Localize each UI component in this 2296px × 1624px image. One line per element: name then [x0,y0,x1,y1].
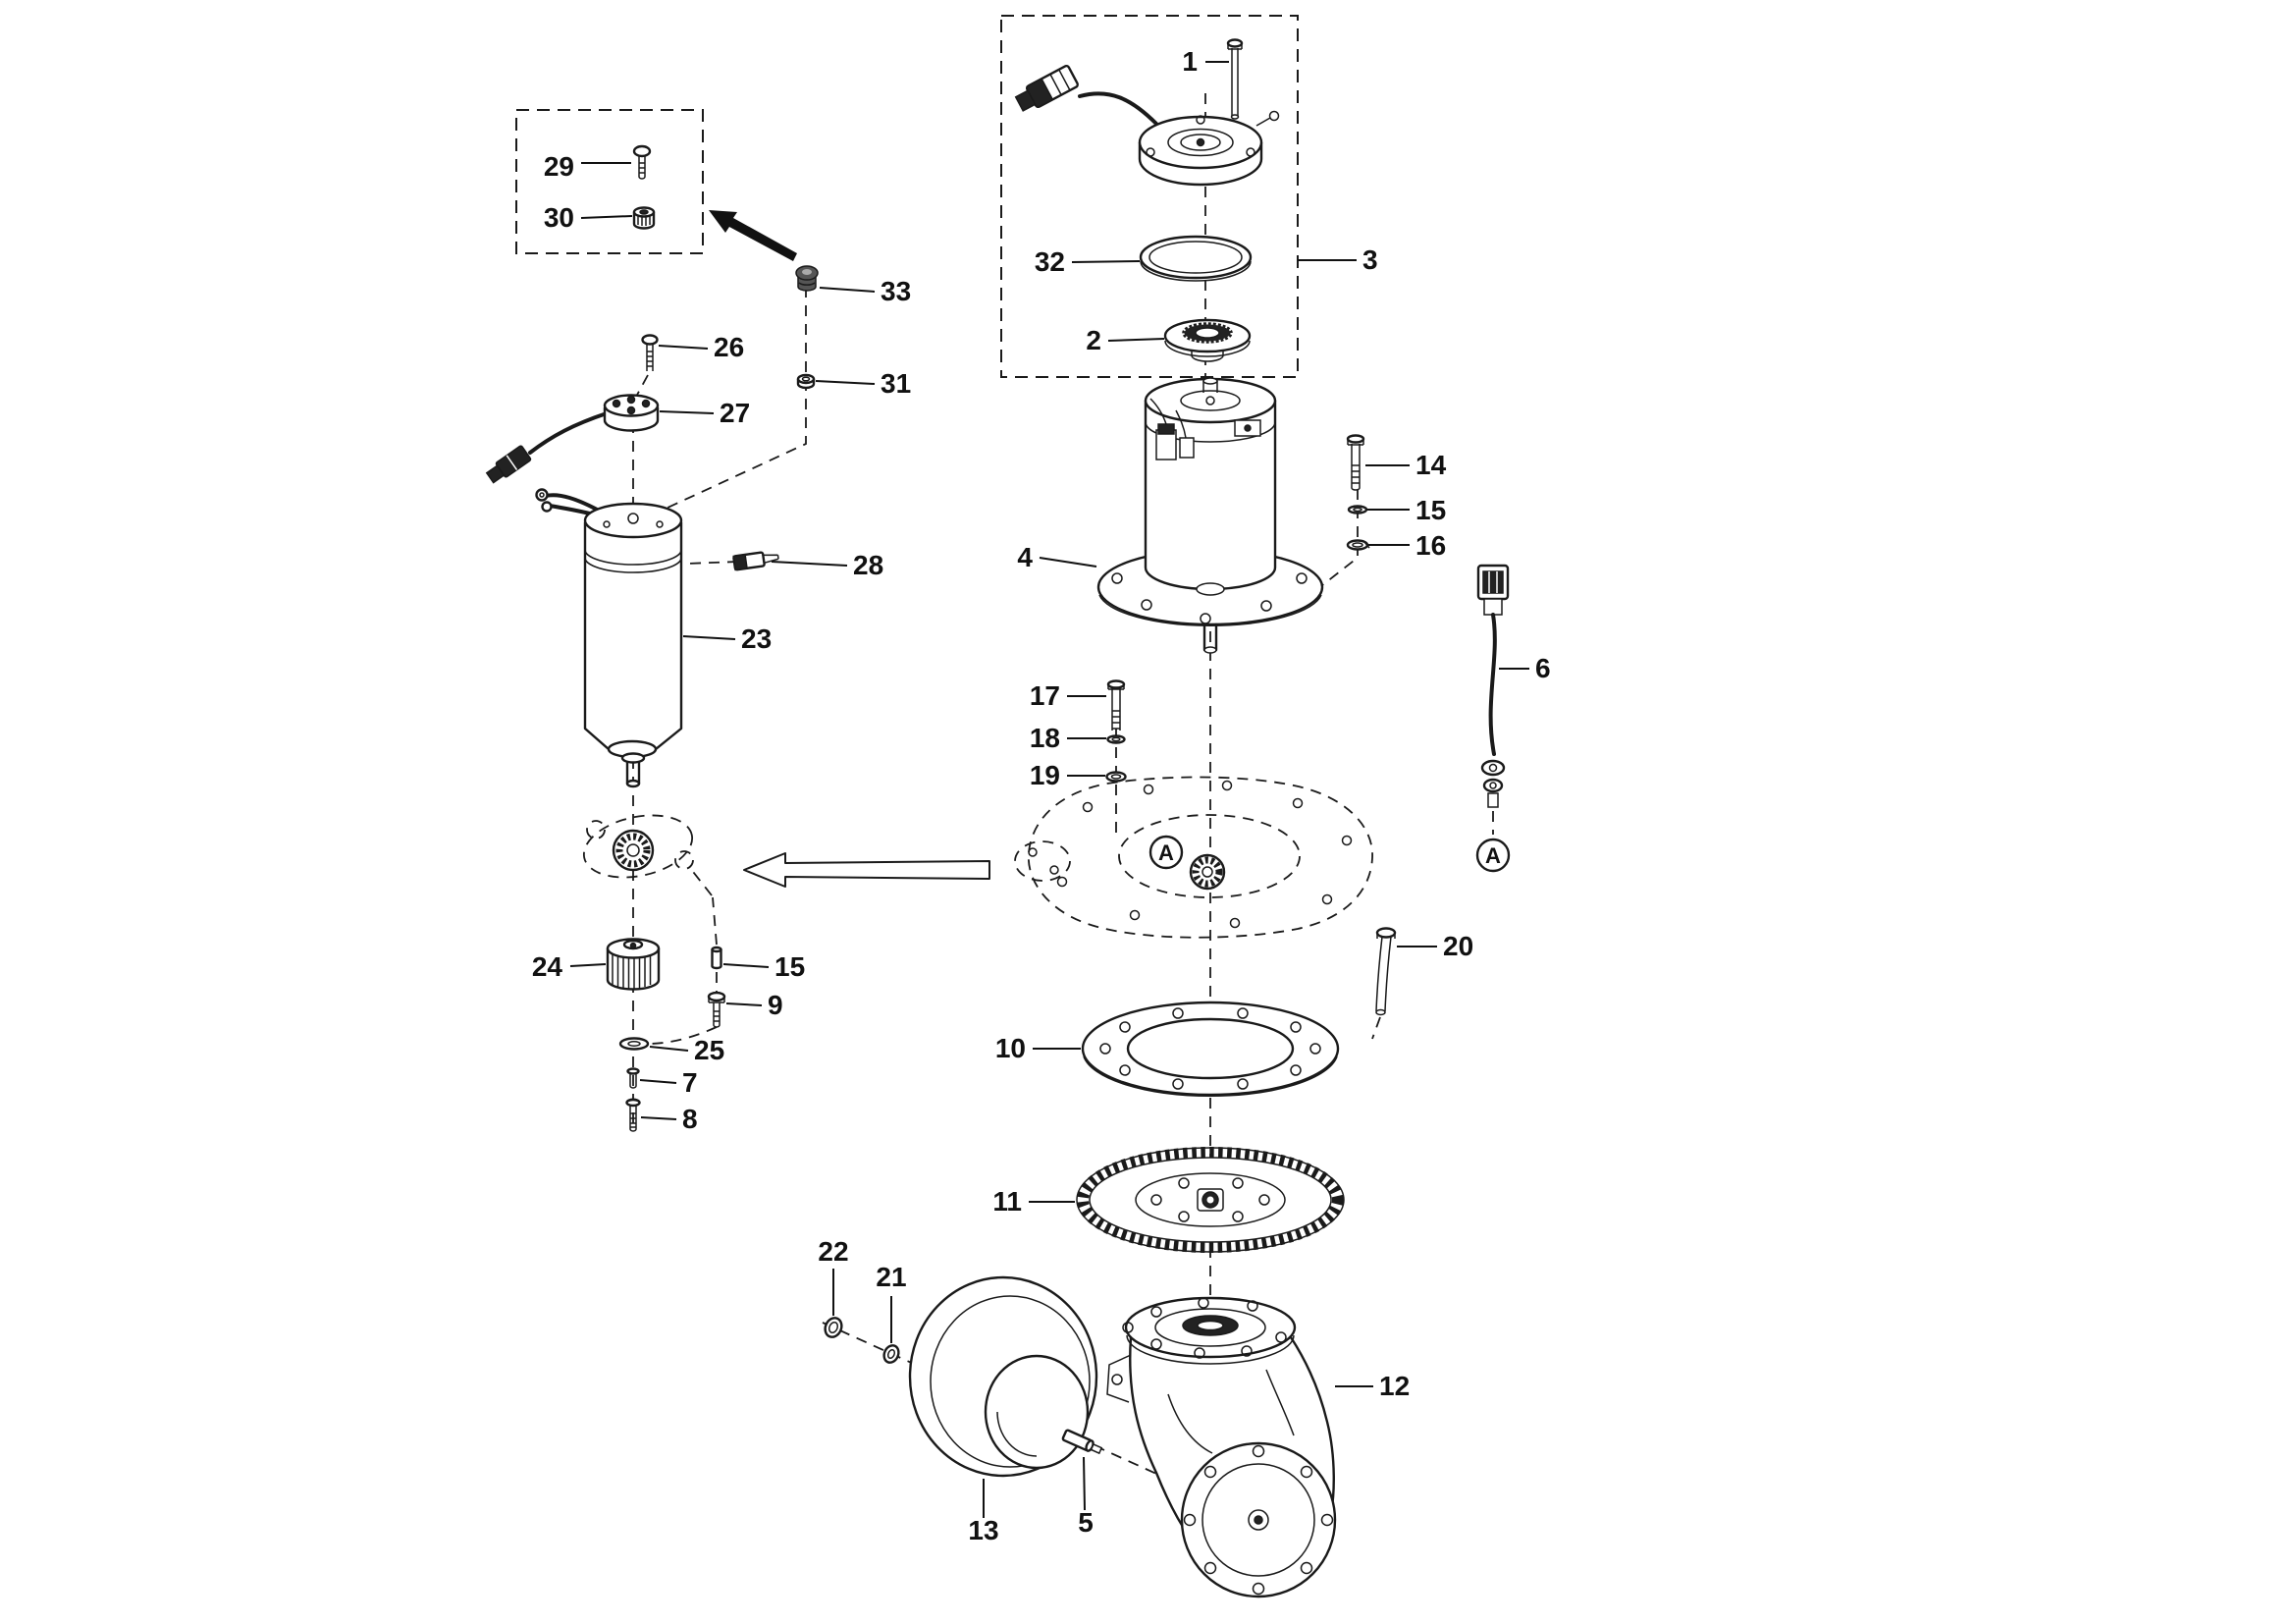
callout-30: 30 [544,202,574,233]
callout-14: 14 [1415,450,1447,480]
part-31-nut [796,373,816,390]
part-11-ring-gear [1076,1147,1345,1253]
part-27-cap [485,394,660,484]
part-33-plug [795,265,819,292]
callout-27: 27 [720,398,750,428]
callout-9: 9 [768,990,783,1020]
part-4-motor-housing [1096,377,1324,654]
callout-15a: 15 [1415,495,1446,525]
part-29-screw [632,144,652,180]
callout-16: 16 [1415,530,1446,561]
part-15b-pin [711,946,722,970]
part-26-screw [641,334,659,371]
part-5-pin [1061,1429,1103,1455]
view-marker-a-plate [1148,835,1184,870]
detail-box-fasteners [515,109,704,254]
callout-21: 21 [876,1262,906,1292]
callout-5: 5 [1078,1507,1094,1538]
part-25-washer [618,1037,650,1051]
part-1-bolt [1226,38,1244,120]
part-13-wheel [908,1275,1098,1478]
callout-8: 8 [682,1104,698,1134]
part-24-pinion [606,938,661,991]
part-30-nut [632,206,656,230]
callout-25: 25 [694,1035,724,1065]
part-9-bolt [707,991,726,1028]
part-14-bolt [1346,434,1365,491]
part-21-washer [882,1344,900,1364]
part-coupler-hidden [582,814,694,879]
leader-lines [569,61,1529,1518]
part-6-cable: A [1475,564,1511,873]
callout-23: 23 [741,623,772,654]
view-marker-a-plate-label: A [1158,840,1174,865]
callout-24: 24 [532,951,563,982]
part-8-screw [625,1098,641,1132]
callout-29: 29 [544,151,574,182]
callout-31: 31 [881,368,911,399]
view-marker-a-cable-label: A [1485,843,1501,868]
part-20-bolt [1375,927,1397,1016]
part-3-brake-assembly [1014,64,1280,187]
callout-20: 20 [1443,931,1473,961]
callout-15b: 15 [774,951,805,982]
callout-6: 6 [1535,653,1551,683]
callout-7: 7 [682,1067,698,1098]
callout-28: 28 [853,550,883,580]
callout-4: 4 [1017,542,1033,572]
callout-32: 32 [1035,246,1065,277]
callout-19: 19 [1030,760,1060,790]
part-16-washer [1346,539,1370,551]
part-28-terminal [732,551,779,571]
callout-11: 11 [992,1186,1022,1217]
callout-12: 12 [1379,1371,1410,1401]
bold-arrow [709,210,797,261]
detail-box-brake [1000,15,1299,378]
part-2-bearing [1163,318,1252,362]
callout-3: 3 [1362,244,1378,275]
open-arrow [743,852,990,888]
part-7-rivet [626,1067,640,1089]
callout-17: 17 [1030,680,1060,711]
callout-labels: 1 2 3 4 5 6 7 8 9 10 11 12 13 14 15 15 1… [532,46,1551,1545]
callout-13: 13 [968,1515,998,1545]
part-18-washer [1106,734,1126,744]
part-23-motor [535,488,683,788]
callout-2: 2 [1086,325,1101,355]
part-10-slewing-ring [1081,1001,1340,1098]
part-22-nut [824,1317,843,1338]
callout-33: 33 [881,276,911,306]
callout-26: 26 [714,332,744,362]
callout-18: 18 [1030,723,1060,753]
part-plate-hidden: A [1014,776,1373,939]
part-12-gearbox [1106,1296,1337,1598]
part-32-disc [1139,235,1253,282]
part-19-washer [1105,771,1127,783]
view-marker-a-cable [1475,838,1511,873]
callout-1: 1 [1182,46,1198,77]
part-15a-washer [1347,505,1368,514]
callout-10: 10 [995,1033,1026,1063]
part-17-bolt [1106,679,1126,731]
callout-22: 22 [818,1236,848,1267]
